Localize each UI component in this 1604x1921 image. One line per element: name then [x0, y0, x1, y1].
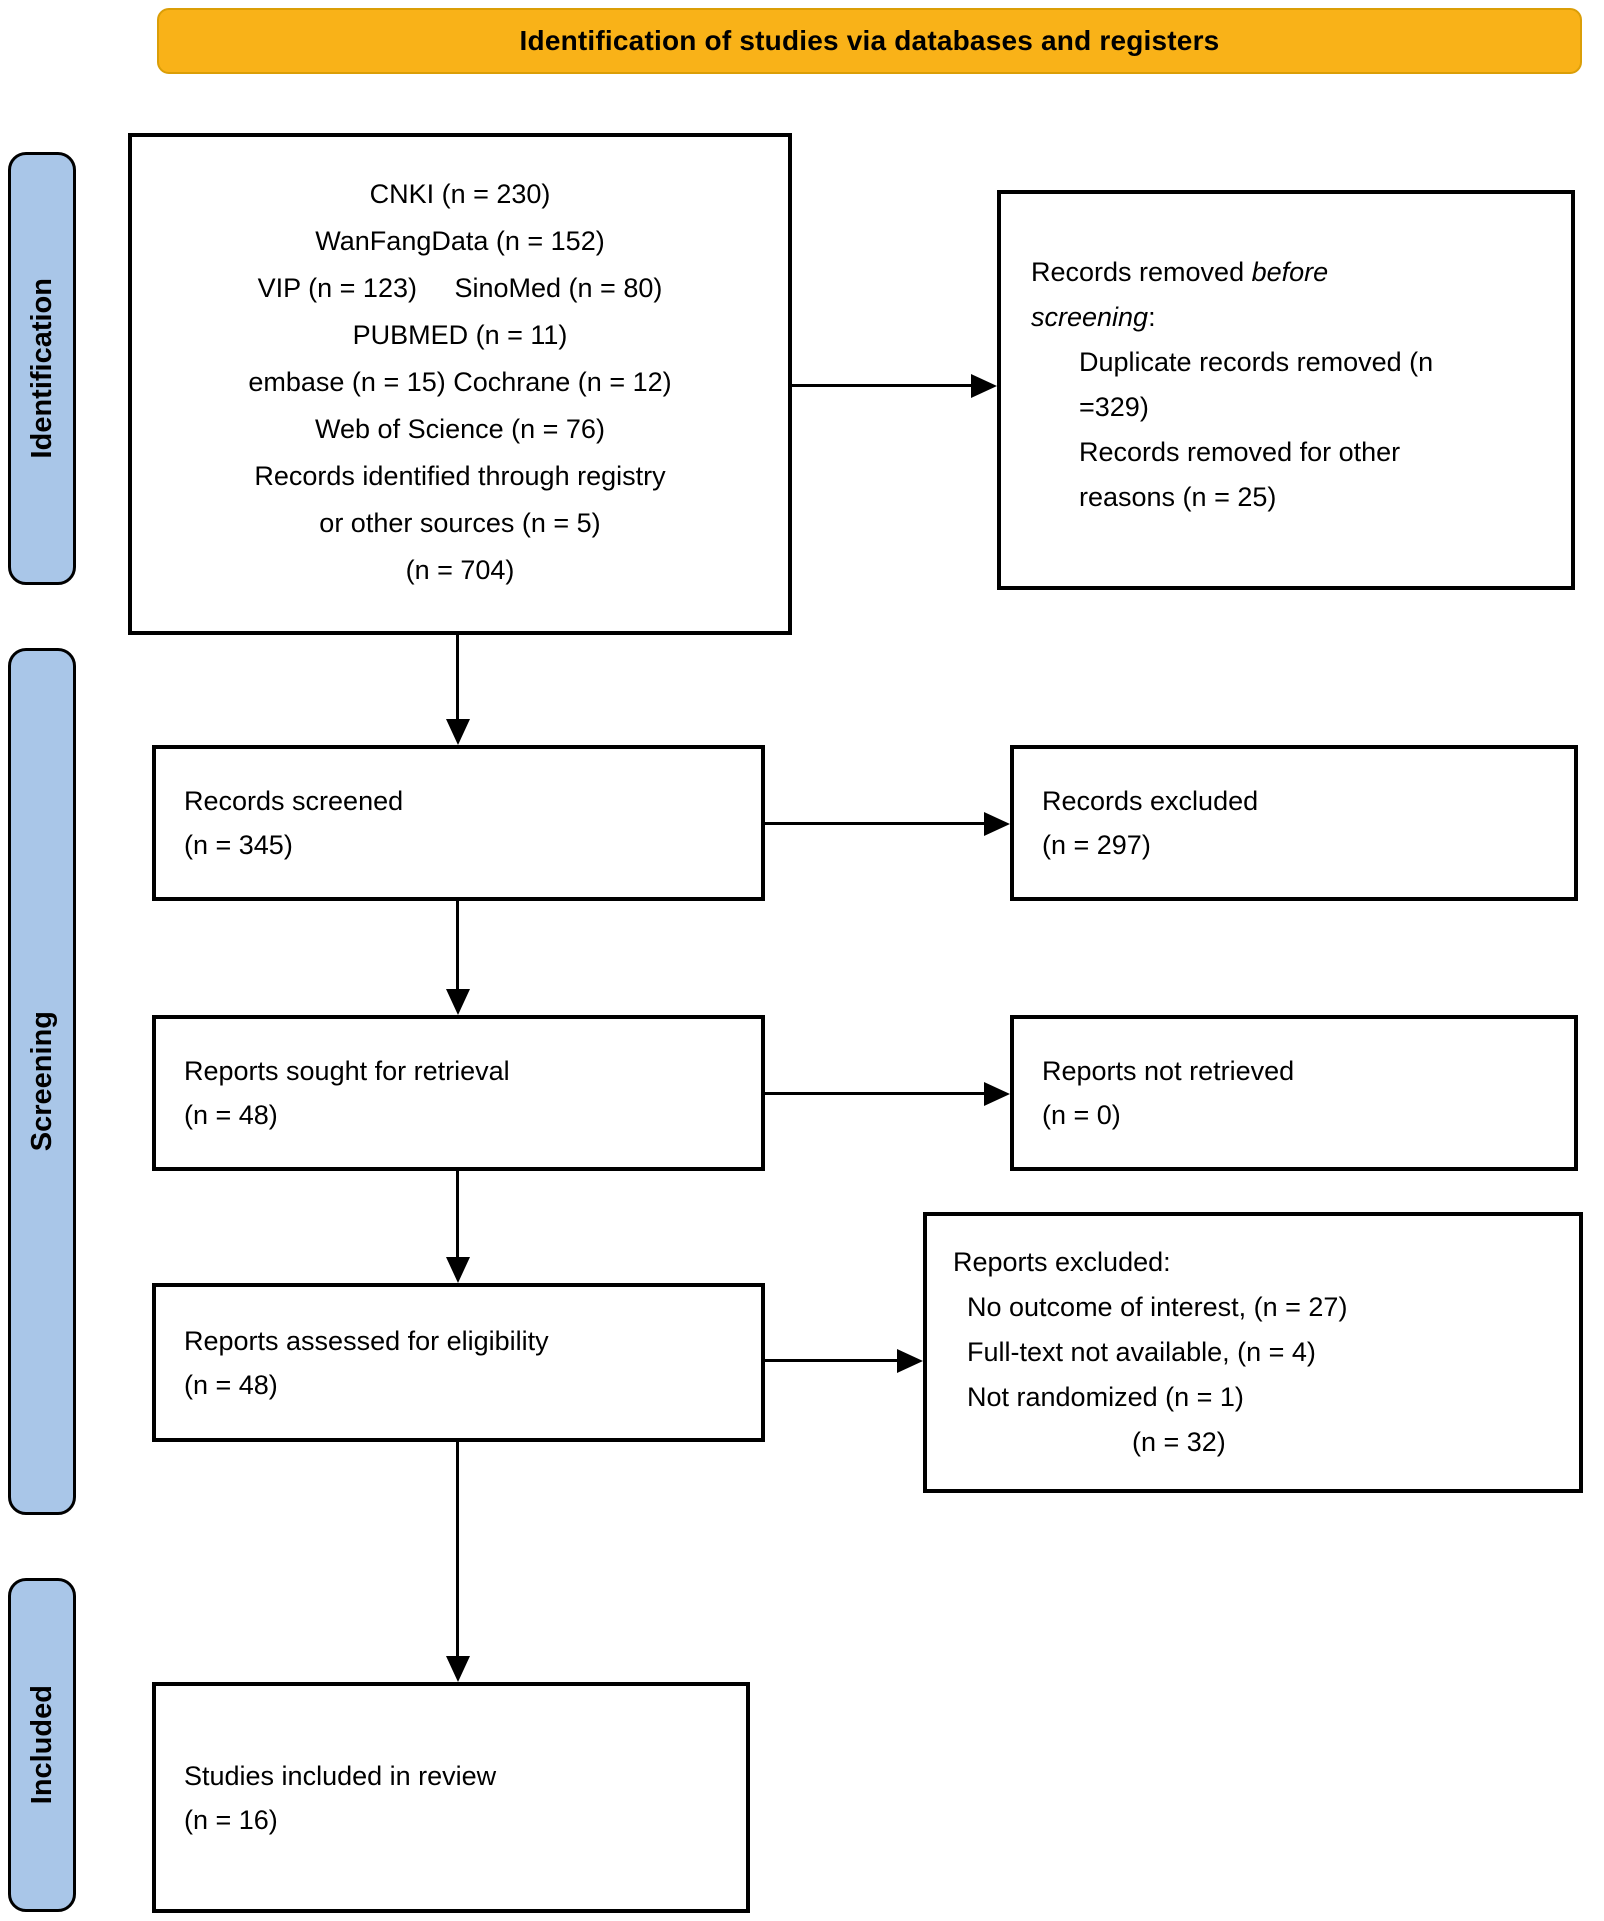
screened-label: Records screened	[184, 786, 404, 816]
included-count: (n = 16)	[184, 1804, 278, 1835]
identified-line: (n = 704)	[405, 555, 515, 585]
included-label: Studies included in review	[184, 1760, 497, 1791]
identified-line: or other sources (n = 5)	[319, 508, 601, 538]
reports-excluded-item: No outcome of interest, (n = 27)	[967, 1292, 1348, 1322]
records-removed-heading: Records removed before screening:	[1031, 257, 1329, 332]
stage-bar-screening: Screening	[8, 648, 76, 1515]
box-records-removed-before-screening: Records removed before screening: Duplic…	[997, 190, 1575, 590]
reports-excluded-item: Not randomized (n = 1)	[967, 1382, 1244, 1412]
identified-line: PUBMED (n = 11)	[352, 320, 568, 350]
not-retrieved-count: (n = 0)	[1042, 1100, 1121, 1130]
identified-line: CNKI (n = 230)	[369, 179, 551, 209]
banner-title: Identification of studies via databases …	[519, 25, 1220, 56]
records-removed-item: Duplicate records removed (n =329)	[1079, 347, 1434, 422]
box-records-identified: CNKI (n = 230) WanFangData (n = 152) VIP…	[128, 133, 792, 635]
identified-line: WanFangData (n = 152)	[315, 226, 605, 256]
assessed-label: Reports assessed for eligibility	[184, 1325, 549, 1356]
identified-line: Web of Science (n = 76)	[315, 414, 605, 444]
records-excluded-count: (n = 297)	[1042, 830, 1151, 860]
sought-count: (n = 48)	[184, 1100, 278, 1130]
box-reports-sought: Reports sought for retrieval (n = 48)	[152, 1015, 765, 1171]
identified-line: embase (n = 15) Cochrane (n = 12)	[248, 367, 672, 397]
stage-bar-included: Included	[8, 1578, 76, 1912]
records-removed-item: Records removed for other reasons (n = 2…	[1079, 437, 1401, 512]
not-retrieved-label: Reports not retrieved	[1042, 1056, 1295, 1086]
stage-label-screening: Screening	[25, 1011, 58, 1152]
screened-count: (n = 345)	[184, 830, 293, 860]
sought-label: Reports sought for retrieval	[184, 1056, 510, 1086]
stage-label-identification: Identification	[25, 278, 58, 459]
box-records-screened: Records screened (n = 345)	[152, 745, 765, 901]
reports-excluded-total: (n = 32)	[1132, 1427, 1226, 1457]
box-reports-excluded: Reports excluded: No outcome of interest…	[923, 1212, 1583, 1493]
records-excluded-label: Records excluded	[1042, 786, 1259, 816]
reports-excluded-heading: Reports excluded:	[953, 1247, 1171, 1277]
stage-bar-identification: Identification	[8, 152, 76, 585]
box-reports-not-retrieved: Reports not retrieved (n = 0)	[1010, 1015, 1578, 1171]
box-records-excluded: Records excluded (n = 297)	[1010, 745, 1578, 901]
identified-line: VIP (n = 123) SinoMed (n = 80)	[257, 273, 663, 303]
assessed-count: (n = 48)	[184, 1369, 278, 1400]
box-studies-included: Studies included in review (n = 16)	[152, 1682, 750, 1913]
reports-excluded-item: Full-text not available, (n = 4)	[967, 1337, 1316, 1367]
identified-line: Records identified through registry	[254, 461, 666, 491]
box-reports-assessed: Reports assessed for eligibility (n = 48…	[152, 1283, 765, 1442]
banner: Identification of studies via databases …	[157, 8, 1582, 74]
stage-label-included: Included	[25, 1685, 58, 1805]
